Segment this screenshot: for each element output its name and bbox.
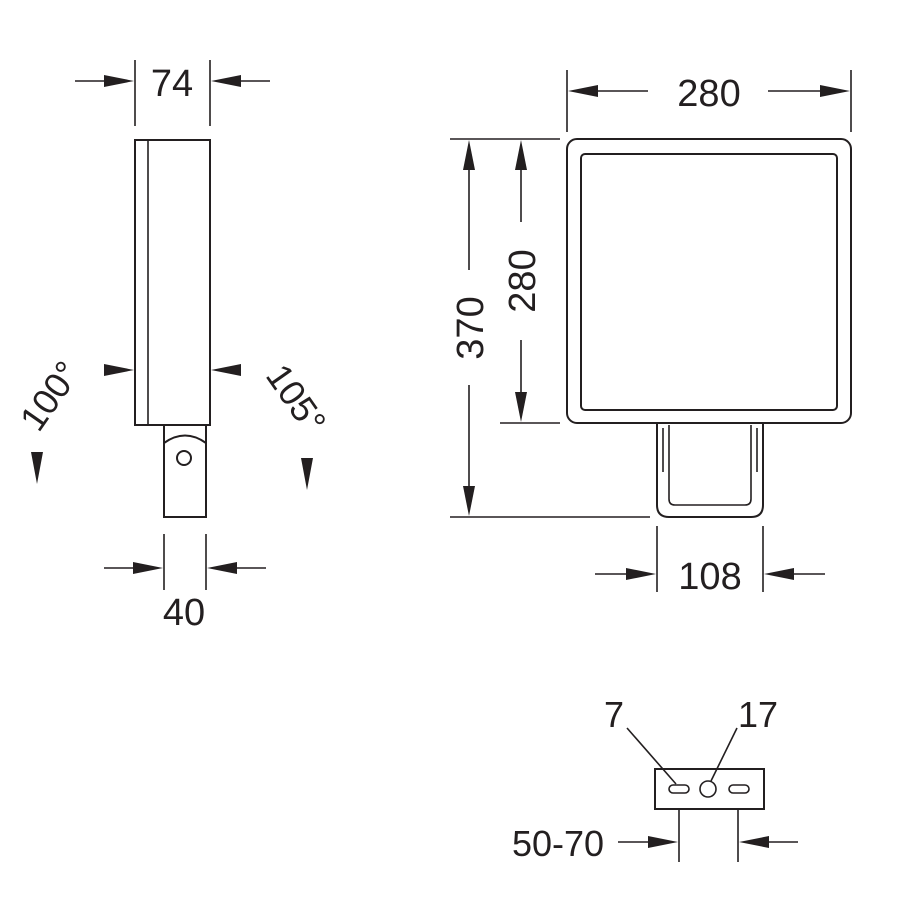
tilt-left-marker xyxy=(104,364,134,376)
front-bracket-inner xyxy=(668,425,752,506)
dim-280w-arrow-right xyxy=(820,85,850,97)
tilt-right-label: 105° xyxy=(258,357,334,442)
dim-280w-label: 280 xyxy=(677,73,740,115)
tilt-right-marker xyxy=(211,364,241,376)
front-view: 280 370 280 108 xyxy=(450,70,852,598)
detail-slot-left xyxy=(668,784,690,794)
dim-5070-label: 50-70 xyxy=(512,823,604,864)
side-view: 74 40 100° 105° xyxy=(12,60,334,634)
side-bracket xyxy=(163,424,207,518)
front-head-outer xyxy=(566,138,852,424)
side-body-outline xyxy=(134,139,211,426)
dim-108-arrow-left xyxy=(626,568,656,580)
dim-40-label: 40 xyxy=(163,592,205,634)
dim-74-arrow-left xyxy=(104,75,134,87)
dim-108-arrow-right xyxy=(764,568,794,580)
detail-slot-leader xyxy=(626,727,677,785)
dim-5070-arrow-right xyxy=(739,836,769,848)
dim-370-arrow-bottom xyxy=(463,486,475,516)
dim-280h-arrow-bottom xyxy=(515,392,527,422)
dim-5070-arrow-left xyxy=(648,836,678,848)
dim-370-arrow-top xyxy=(463,140,475,170)
tilt-right-arrow xyxy=(301,458,313,490)
dim-40-arrow-right xyxy=(207,562,237,574)
dim-74-label: 74 xyxy=(151,63,193,105)
dim-280w-arrow-left xyxy=(568,85,598,97)
dim-280h-arrow-top xyxy=(515,140,527,170)
tilt-left-label: 100° xyxy=(12,354,88,439)
side-pivot-bolt xyxy=(176,450,192,466)
front-head-lens xyxy=(580,153,838,411)
detail-slot-label: 7 xyxy=(604,694,624,735)
detail-hole-leader xyxy=(710,727,738,782)
tilt-left-arrow xyxy=(31,452,43,484)
dim-280h-label: 280 xyxy=(502,249,544,312)
detail-center-hole xyxy=(699,780,717,798)
front-bracket-outer xyxy=(656,423,764,518)
dim-370-label: 370 xyxy=(450,296,492,359)
dim-108-label: 108 xyxy=(678,556,741,598)
dim-40-arrow-left xyxy=(133,562,163,574)
detail-hole-label: 17 xyxy=(738,694,778,735)
dim-74-arrow-right xyxy=(211,75,241,87)
detail-slot-right xyxy=(728,784,750,794)
side-bracket-curve xyxy=(163,434,207,444)
bracket-detail: 7 17 50-70 xyxy=(512,694,798,864)
detail-plate xyxy=(654,768,765,810)
